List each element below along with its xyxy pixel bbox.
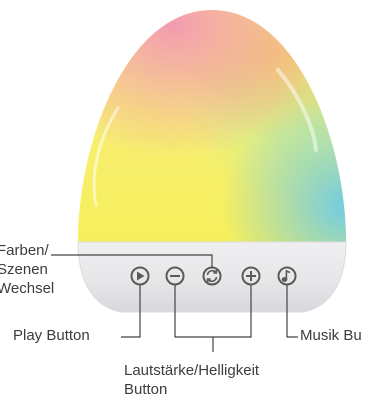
volume-up-button[interactable] xyxy=(241,266,261,286)
play-icon xyxy=(137,271,145,281)
callout-line-play xyxy=(121,285,141,338)
cycle-icon xyxy=(206,269,218,283)
music-note-icon xyxy=(281,269,291,282)
lamp-dome xyxy=(78,10,346,242)
volume-brightness-label: Lautstärke/Helligkeit Button xyxy=(124,362,260,398)
play-button-label: Play Button xyxy=(13,327,90,344)
music-button-label: Musik Bu xyxy=(300,327,362,344)
play-button[interactable] xyxy=(130,266,150,286)
music-button[interactable] xyxy=(277,266,297,286)
callout-line-color-scene xyxy=(51,254,213,268)
callout-line-music xyxy=(286,285,298,338)
volume-down-button[interactable] xyxy=(165,266,185,286)
lamp-base xyxy=(77,241,347,313)
callout-lines xyxy=(51,254,298,352)
color-scene-label: Farben/ Szenen Wechsel xyxy=(0,242,55,297)
plus-icon xyxy=(246,271,256,281)
